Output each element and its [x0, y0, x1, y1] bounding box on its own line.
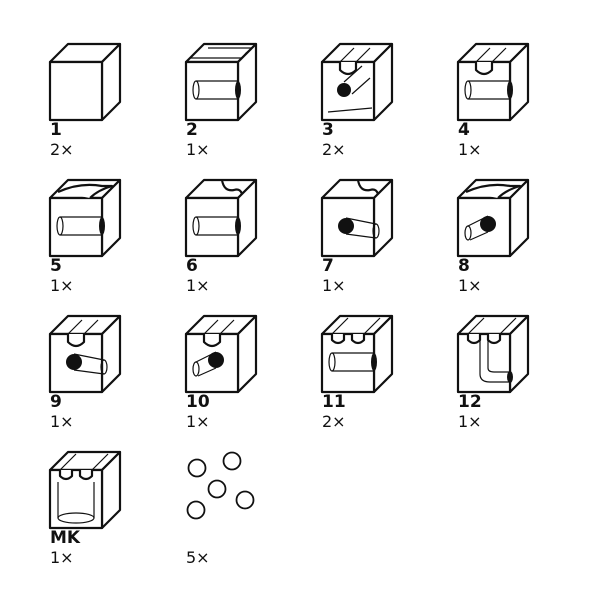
marbles-quantity: 5× — [186, 548, 210, 567]
part-number: 10 — [186, 392, 210, 412]
part-quantity: 2× — [322, 412, 346, 431]
cube-block-icon — [320, 42, 394, 122]
part-number: 8 — [458, 256, 470, 276]
part-number: 1 — [50, 120, 62, 140]
part-quantity: 1× — [458, 412, 482, 431]
marble-icon — [207, 479, 227, 499]
part-quantity: 1× — [186, 140, 210, 159]
part-quantity: 1× — [50, 548, 74, 567]
part-number: MK — [50, 528, 81, 548]
cube-block-icon — [320, 178, 394, 258]
part-quantity: 2× — [50, 140, 74, 159]
part-quantity: 2× — [322, 140, 346, 159]
part-quantity: 1× — [50, 412, 74, 431]
cube-block-icon — [184, 314, 258, 394]
cube-block-icon — [48, 42, 122, 122]
part-quantity: 1× — [186, 276, 210, 295]
part-number: 4 — [458, 120, 470, 140]
part-number: 12 — [458, 392, 482, 412]
part-item-marbles: 5× — [186, 451, 306, 582]
cube-block-icon — [184, 42, 258, 122]
cube-block-icon — [48, 450, 122, 530]
part-quantity: 1× — [322, 276, 346, 295]
marble-icon — [186, 500, 206, 520]
part-quantity: 1× — [50, 276, 74, 295]
cube-block-icon — [456, 42, 530, 122]
cube-block-icon — [184, 178, 258, 258]
cube-block-icon — [320, 314, 394, 394]
part-number: 5 — [50, 256, 62, 276]
part-quantity: 1× — [458, 276, 482, 295]
part-quantity: 1× — [458, 140, 482, 159]
part-number: 9 — [50, 392, 62, 412]
part-number: 2 — [186, 120, 198, 140]
part-number: 11 — [322, 392, 346, 412]
part-quantity: 1× — [186, 412, 210, 431]
part-number: 3 — [322, 120, 334, 140]
part-number: 6 — [186, 256, 198, 276]
cube-block-icon — [48, 178, 122, 258]
cube-block-icon — [456, 178, 530, 258]
marbles-icon — [186, 451, 255, 520]
marble-icon — [187, 458, 207, 478]
marble-icon — [222, 451, 242, 471]
marble-icon — [235, 490, 255, 510]
part-number: 7 — [322, 256, 334, 276]
cube-block-icon — [456, 314, 530, 394]
cube-block-icon — [48, 314, 122, 394]
